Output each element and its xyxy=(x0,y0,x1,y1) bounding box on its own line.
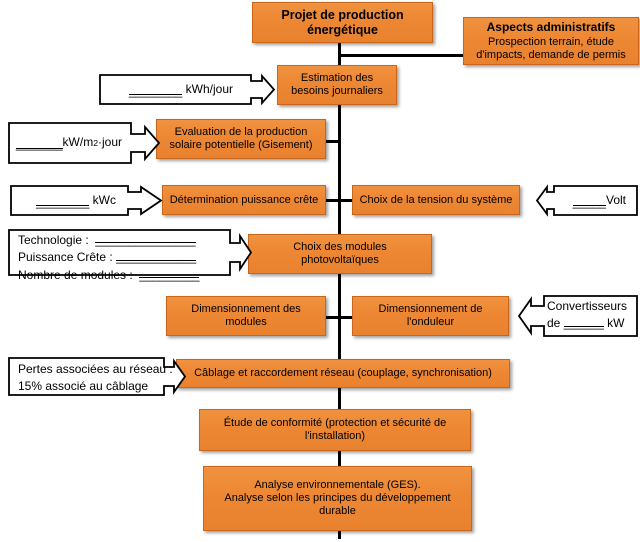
convertisseurs-line2-pre: de xyxy=(547,316,561,331)
spec-row3-label: Nombre de modules : xyxy=(18,267,133,282)
callout-kwh-jour-blank: ________ xyxy=(128,83,183,98)
connector-crete-modules xyxy=(338,199,341,254)
node-choix-tension[interactable]: Choix de la tension du système xyxy=(352,185,520,215)
node-puissance-crete-label: Détermination puissance crête xyxy=(169,193,319,206)
callout-pertes-reseau[interactable]: Pertes associées au réseau : 15% associé… xyxy=(8,356,187,397)
callout-kw-m2-jour-unit-tail: ·jour xyxy=(97,135,122,150)
convertisseurs-line1: Convertisseurs xyxy=(547,299,628,313)
callout-volt-text: _____Volt xyxy=(556,184,632,217)
callout-kwh-jour-shape xyxy=(99,73,276,106)
convertisseurs-line2-blank: ______ xyxy=(563,316,604,331)
node-dim-onduleur-line2: l'onduleur xyxy=(406,316,455,328)
node-gisement-line1: Evaluation de la production xyxy=(174,126,308,139)
node-cablage-raccordement[interactable]: Câblage et raccordement réseau (couplage… xyxy=(176,359,510,388)
node-gisement-line2: solaire potentielle (Gisement) xyxy=(169,139,313,151)
callout-kwh-jour-unit: kWh/jour xyxy=(185,81,233,96)
callout-volt-shape xyxy=(535,184,638,217)
node-dim-modules-line1: Dimensionnement des xyxy=(191,303,301,316)
node-project-line1: Projet de production xyxy=(281,7,404,22)
callout-convertisseurs[interactable]: Convertisseurs de ______ kW xyxy=(517,294,638,338)
pertes-line2: 15% associé au câblage xyxy=(18,379,149,394)
node-analyse-line2: Analyse selon les principes du développe… xyxy=(224,492,451,505)
callout-modules-spec-text: Technologie : _______________ Puissance … xyxy=(18,232,226,284)
node-admin-title: Aspects administratifs xyxy=(486,20,616,35)
node-project-line2: énergétique xyxy=(307,22,378,37)
connector-conformite-analyse xyxy=(338,429,341,489)
node-dimensionnement-onduleur[interactable]: Dimensionnement de l'onduleur xyxy=(352,296,509,336)
node-dim-onduleur-line1: Dimensionnement de xyxy=(378,303,483,316)
node-dim-modules-line2: modules xyxy=(225,316,267,328)
node-conformite-line1: Étude de conformité (protection et sécur… xyxy=(223,417,447,430)
callout-volt-blank: _____ xyxy=(572,194,606,209)
callout-convertisseurs-shape xyxy=(517,295,638,337)
connector-dim-cablage xyxy=(338,316,341,374)
callout-pertes-reseau-text: Pertes associées au réseau : 15% associé… xyxy=(18,361,173,396)
callout-kwc-text: ________ kWc xyxy=(18,184,122,217)
node-dimensionnement-modules[interactable]: Dimensionnement des modules xyxy=(166,296,326,336)
node-conformite-line2: l'installation) xyxy=(304,430,366,442)
spec-row1-label: Technologie : xyxy=(18,233,89,247)
connector-gisement-stub xyxy=(326,140,340,143)
callout-modules-spec-shape xyxy=(8,229,253,276)
node-tension-label: Choix de la tension du système xyxy=(359,193,513,206)
node-etude-conformite[interactable]: Étude de conformité (protection et sécur… xyxy=(199,409,471,451)
node-analyse-environnementale[interactable]: Analyse environnementale (GES). Analyse … xyxy=(203,466,472,531)
callout-volt[interactable]: _____Volt xyxy=(535,184,638,217)
node-analyse-line1: Analyse environnementale (GES). xyxy=(254,479,421,492)
node-determination-puissance-crete[interactable]: Détermination puissance crête xyxy=(162,185,326,215)
node-aspects-administratifs[interactable]: Aspects administratifs Prospection terra… xyxy=(463,17,639,65)
node-project[interactable]: Projet de production énergétique xyxy=(252,2,433,43)
node-admin-sub-line1: Prospection terrain, étude xyxy=(488,35,614,48)
node-cablage-label: Câblage et raccordement réseau (couplage… xyxy=(194,367,492,380)
callout-kw-m2-jour-blank: _______ xyxy=(15,137,63,152)
callout-convertisseurs-text: Convertisseurs de ______ kW xyxy=(547,298,635,333)
connector-to-admin xyxy=(338,54,464,57)
callout-kw-m2-jour-unit: kW/m xyxy=(62,135,94,150)
node-besoins-line1: Estimation des xyxy=(300,72,374,85)
callout-volt-unit: Volt xyxy=(605,192,626,207)
node-evaluation-gisement[interactable]: Evaluation de la production solaire pote… xyxy=(156,119,326,159)
spec-row2-blank: ____________ xyxy=(116,250,197,265)
callout-modules-spec[interactable]: Technologie : _______________ Puissance … xyxy=(8,228,253,282)
node-estimation-besoins[interactable]: Estimation des besoins journaliers xyxy=(277,65,397,105)
connector-gisement-crete xyxy=(338,129,341,199)
pertes-line1: Pertes associées au réseau : xyxy=(18,362,173,376)
callout-kwh-jour-text: ________ kWh/jour xyxy=(109,73,239,106)
callout-kw-m2-jour-shape xyxy=(8,122,161,164)
connector-modules-dim xyxy=(338,254,341,318)
callout-kwh-jour[interactable]: ________ kWh/jour xyxy=(99,73,276,106)
spec-row2-label: Puissance Crête : xyxy=(18,250,113,265)
spec-row1-blank: _______________ xyxy=(95,233,196,247)
node-besoins-line2: besoins journaliers xyxy=(291,85,383,97)
callout-kwc-shape xyxy=(10,185,163,216)
node-admin-sub-line2: d'impacts, demande de permis xyxy=(476,48,626,61)
spec-row3-blank: _________ xyxy=(139,267,200,282)
callout-kwc-blank: ________ xyxy=(35,194,90,209)
node-choix-modules-pv[interactable]: Choix des modules photovoltaïques xyxy=(248,234,432,274)
node-modules-line1: Choix des modules xyxy=(293,241,387,254)
convertisseurs-line2-post: kW xyxy=(607,316,625,331)
callout-kwc-unit: kWc xyxy=(92,192,116,207)
callout-kwc[interactable]: ________ kWc xyxy=(10,184,163,217)
connector-cablage-conformite xyxy=(338,374,341,429)
node-modules-line2: photovoltaïques xyxy=(301,254,379,266)
node-analyse-line3: durable xyxy=(319,504,356,517)
callout-pertes-reseau-shape xyxy=(8,357,187,396)
